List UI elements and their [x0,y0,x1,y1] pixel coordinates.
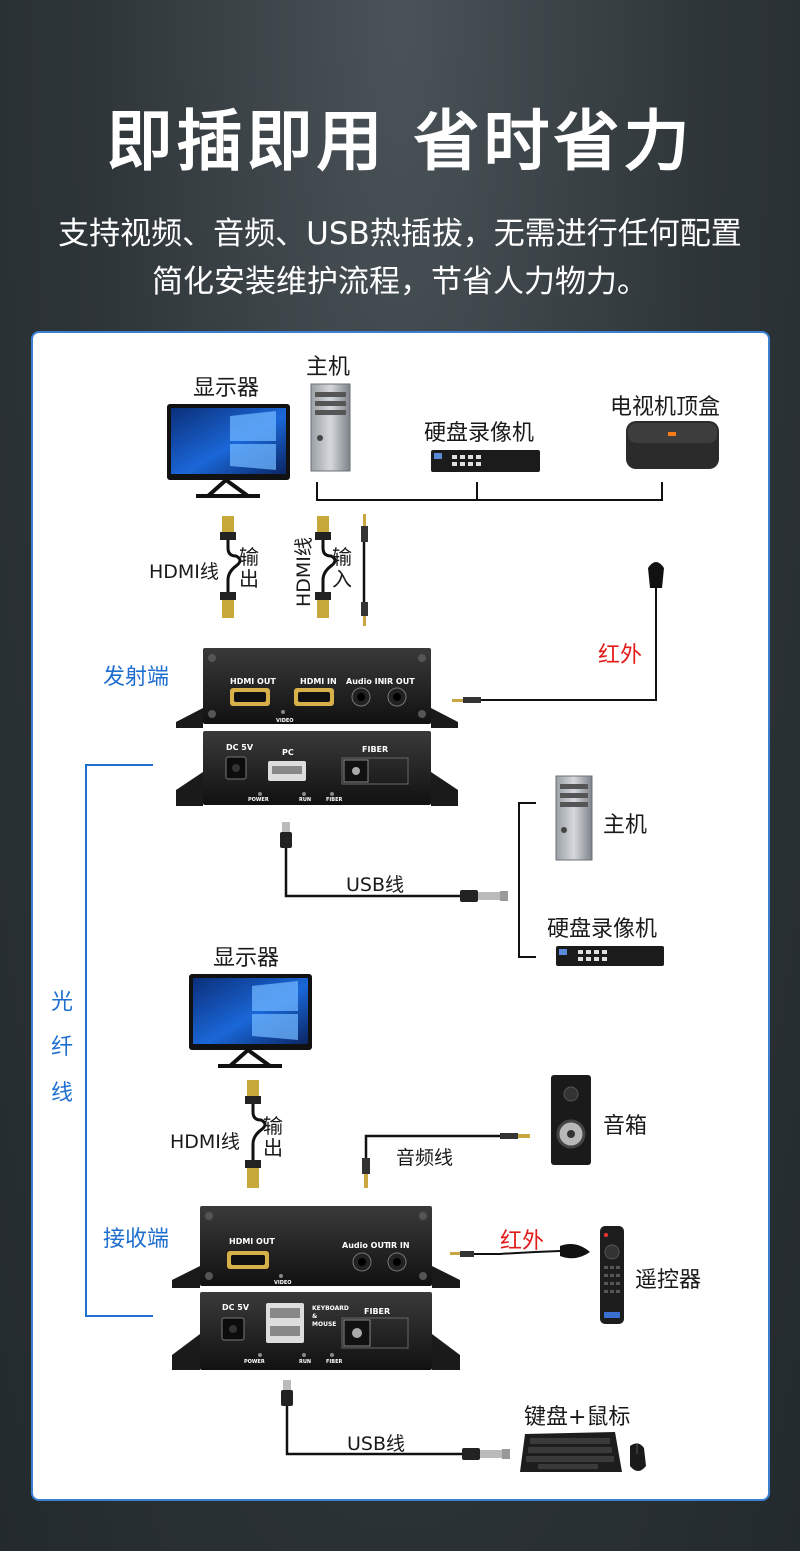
tx-port-pc: PC [282,748,294,757]
label-input-tx: 输入 [332,545,352,591]
rx-led-fiber: FIBER [326,1359,343,1365]
label-tx-usb: USB线 [346,874,405,896]
dvr-icon [431,450,540,472]
label-keyboard-mouse: 键盘+鼠标 [524,1405,631,1430]
label-output-rx: 输出 [263,1114,283,1160]
speaker-icon [551,1075,591,1165]
tx-led-fiber: FIBER [326,797,343,803]
ir-emitter-top [452,562,664,703]
label-dvr-top: 硬盘录像机 [424,421,535,446]
set-top-box-icon [626,421,719,469]
rx-port-fiber: FIBER [364,1307,390,1316]
receiver-device [172,1206,460,1370]
label-hdmi-cable-vertical: HDMI线 [293,537,315,607]
rx-port-audio-out: Audio OUT [342,1241,390,1250]
label-speaker: 音箱 [603,1114,648,1139]
tx-port-hdmi-out: HDMI OUT [230,677,276,686]
label-monitor-rx: 显示器 [213,946,280,971]
tx-port-fiber: FIBER [362,745,388,754]
hdmi-cable-input [315,516,337,618]
transmitter-device [176,648,458,806]
tx-port-audio-in: Audio IN [346,677,384,686]
tx-usb-cable [280,822,508,902]
label-receiver: 接收端 [103,1227,170,1252]
hero-subtitle-2: 简化安装维护流程，节省人力物力。 [152,264,648,300]
label-output-tx: 输出 [239,545,259,591]
label-host-right: 主机 [603,813,648,838]
remote-icon [600,1226,624,1324]
tx-port-ir-out: IR OUT [384,677,415,686]
tx-led-video: VIDEO [276,718,294,724]
audio-cable-output [362,1133,530,1188]
label-transmitter: 发射端 [103,665,170,690]
host-tower-icon [310,383,351,472]
rx-led-video: VIDEO [274,1280,292,1286]
rx-monitor-icon [189,974,312,1068]
mouse-icon [630,1443,646,1471]
rx-usb-cable [281,1380,510,1460]
ir-receiver-bottom [450,1244,590,1259]
keyboard-icon [520,1432,622,1472]
host-tower-icon-right [555,775,593,861]
tx-port-dc: DC 5V [226,743,254,752]
dvr-icon-right [556,946,664,966]
label-settop: 电视机顶盒 [610,395,721,420]
label-fiber-3: 线 [51,1081,74,1106]
audio-cable-input [361,514,368,626]
hero-subtitle-1: 支持视频、音频、USB热插拔，无需进行任何配置 [58,216,742,252]
label-hdmi-cable-tx: HDMI线 [149,561,219,583]
label-remote: 遥控器 [635,1268,702,1293]
label-infrared-bottom: 红外 [500,1229,545,1254]
rx-port-hdmi-out: HDMI OUT [229,1237,275,1246]
label-host-top: 主机 [306,355,351,380]
rx-port-ir-in: IR IN [388,1241,410,1250]
label-infrared-top: 红外 [598,643,643,668]
rx-port-dc: DC 5V [222,1303,250,1312]
label-dvr-right: 硬盘录像机 [547,917,658,942]
rx-port-amp: & [312,1313,317,1320]
rx-led-run: RUN [299,1359,311,1365]
rx-port-keyboard: KEYBOARD [312,1305,349,1312]
tx-led-power: POWER [248,797,269,803]
label-hdmi-cable-rx: HDMI线 [170,1131,240,1153]
rx-hdmi-cable [245,1080,267,1188]
label-fiber-1: 光 [51,990,74,1015]
label-audio-cable: 音频线 [396,1147,454,1169]
rx-led-power: POWER [244,1359,265,1365]
rx-port-mouse: MOUSE [312,1321,336,1328]
monitor-icon [167,404,290,498]
hdmi-cable-output [220,516,242,618]
label-fiber-2: 纤 [51,1035,74,1060]
tx-led-run: RUN [299,797,311,803]
label-rx-usb: USB线 [347,1433,406,1455]
label-monitor-top: 显示器 [193,376,260,401]
tx-port-hdmi-in: HDMI IN [300,677,337,686]
hero-title: 即插即用 省时省力 [106,103,694,180]
